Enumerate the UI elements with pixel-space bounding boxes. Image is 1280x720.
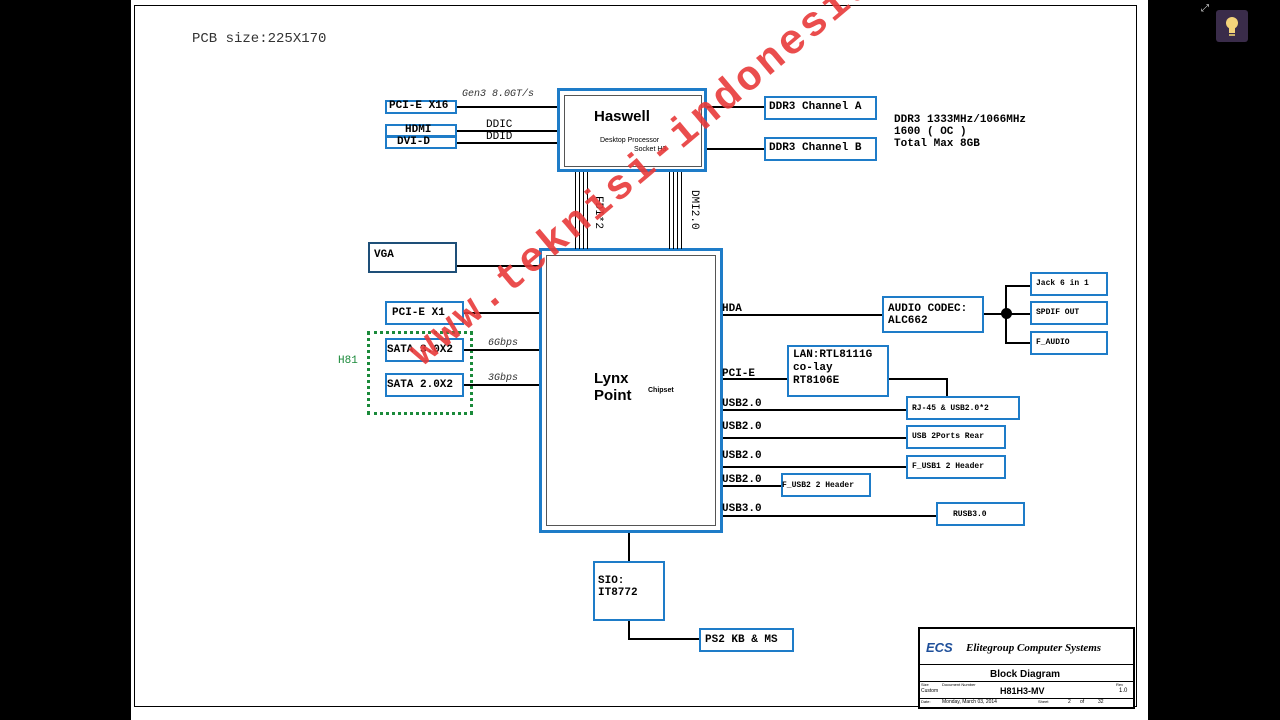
company-name: Elitegroup Computer Systems (966, 642, 1102, 654)
f-usb2-label: F_USB2 2 Header (782, 481, 855, 490)
usb-rear-box[interactable] (906, 425, 1006, 449)
pch-line2: Point (594, 387, 632, 404)
docnum-label: Document Number (942, 682, 976, 687)
lan-chip: LAN:RTL8111G (793, 349, 873, 361)
ps2-label: PS2 KB & MS (705, 634, 778, 646)
lan-box[interactable] (787, 345, 889, 397)
rusb3-box[interactable] (936, 502, 1025, 526)
rj45-label: RJ-45 & USB2.0*2 (912, 404, 989, 413)
rj45-box[interactable] (906, 396, 1020, 420)
jack-label: Jack 6 in 1 (1036, 279, 1089, 288)
sio-label: SIO: (598, 575, 625, 587)
pcie-x16-label: PCI-E X16 (389, 100, 449, 112)
sata3-speed: 6Gbps (488, 338, 519, 349)
sheet-total: 32 (1098, 699, 1104, 705)
sheet-border (134, 5, 1137, 707)
gen3-label: Gen3 8.0GT/s (462, 89, 535, 100)
f-usb1-box[interactable] (906, 455, 1006, 479)
usb-label-1: USB2.0 (722, 398, 762, 410)
ddid-label: DDID (486, 131, 513, 143)
sheet-of: of (1080, 699, 1085, 705)
pch-tag: Chipset (648, 387, 674, 394)
sata3-label: SATA 3.0X2 (387, 344, 454, 356)
ddr3-channel-a-label: DDR3 Channel A (769, 101, 862, 113)
sheet-label: Sheet (1038, 699, 1049, 704)
f-usb2-box[interactable] (781, 473, 871, 497)
jack-box[interactable] (1030, 272, 1108, 296)
pch-line1: Lynx (594, 370, 629, 387)
sata2-speed: 3Gbps (488, 373, 519, 384)
memory-note-3: Total Max 8GB (894, 138, 980, 150)
title-block: ECS Elitegroup Computer Systems Block Di… (918, 627, 1135, 709)
sata3-box[interactable] (385, 338, 464, 362)
usb-rear-label: USB 2Ports Rear (912, 432, 985, 441)
lan-alt-chip: RT8106E (793, 375, 840, 387)
pcb-size: PCB size:225X170 (192, 31, 327, 47)
dmi-label: DMI2.0 (688, 190, 700, 230)
dvi-label: DVI-D (397, 136, 431, 148)
usb-label-4: USB2.0 (722, 474, 762, 486)
f-usb1-label: F_USB1 2 Header (912, 462, 985, 471)
rusb3-label: RUSB3.0 (953, 510, 987, 519)
pcie-x1-label: PCI-E X1 (392, 307, 445, 319)
hdmi-label: HDMI (405, 124, 432, 136)
memory-note-2: 1600 ( OC ) (894, 126, 967, 138)
pcie-x1-box[interactable] (385, 301, 464, 325)
rev-value: 1.0 (1119, 688, 1128, 694)
h81-label: H81 (338, 355, 358, 367)
sio-box[interactable] (593, 561, 665, 621)
diagram-title: Block Diagram (990, 669, 1061, 680)
pcie-x16-box[interactable] (385, 100, 457, 114)
spdif-label: SPDIF OUT (1036, 308, 1080, 317)
vga-label: VGA (374, 249, 394, 261)
audio-codec-label: AUDIO CODEC: (888, 303, 968, 315)
schematic-sheet: PCB size:225X170 Haswell Desktop Process… (131, 0, 1148, 720)
f-audio-box[interactable] (1030, 331, 1108, 355)
ddr3-channel-b-label: DDR3 Channel B (769, 142, 862, 154)
date-value: Monday, March 03, 2014 (942, 699, 997, 705)
sio-chip: IT8772 (598, 587, 638, 599)
lightbulb-icon[interactable] (1216, 10, 1248, 42)
size-value: Custom (921, 688, 939, 694)
cpu-title: Haswell (594, 108, 650, 125)
ps2-box[interactable] (699, 628, 794, 652)
ddic-label: DDIC (486, 119, 513, 131)
usb-label-2: USB2.0 (722, 421, 762, 433)
pcie-lan-label: PCI-E (722, 368, 756, 380)
cpu-box[interactable]: Haswell Desktop Processor Socket H3 (557, 88, 707, 172)
audio-codec-chip: ALC662 (888, 315, 928, 327)
size-label: Size (921, 682, 929, 687)
usb-label-3: USB2.0 (722, 450, 762, 462)
hda-label: HDA (722, 303, 742, 315)
rev-label: Rev (1116, 682, 1124, 687)
pch-box[interactable]: Lynx Point Chipset (539, 248, 723, 533)
cpu-desc: Desktop Processor (600, 137, 660, 144)
doc-number: H81H3-MV (1000, 686, 1045, 696)
usb3-label: USB3.0 (722, 503, 762, 515)
cpu-socket: Socket H3 (634, 146, 667, 153)
vga-box[interactable] (368, 242, 457, 273)
ddr3-channel-a[interactable] (764, 96, 877, 120)
lan-colay: co-lay (793, 362, 833, 374)
sata-group (367, 331, 473, 415)
spdif-box[interactable] (1030, 301, 1108, 325)
dvi-box[interactable] (385, 136, 457, 149)
audio-codec-box[interactable] (882, 296, 984, 333)
sheet-number: 2 (1068, 699, 1071, 705)
expand-icon[interactable]: ⤢ (1201, 3, 1209, 14)
date-label: Date: (921, 699, 931, 704)
ddr3-channel-b[interactable] (764, 137, 877, 161)
ecs-logo-icon: ECS (926, 640, 953, 655)
memory-note-1: DDR3 1333MHz/1066MHz (894, 114, 1027, 126)
sata2-box[interactable] (385, 373, 464, 397)
f-audio-label: F_AUDIO (1036, 338, 1070, 347)
sata2-label: SATA 2.0X2 (387, 379, 454, 391)
